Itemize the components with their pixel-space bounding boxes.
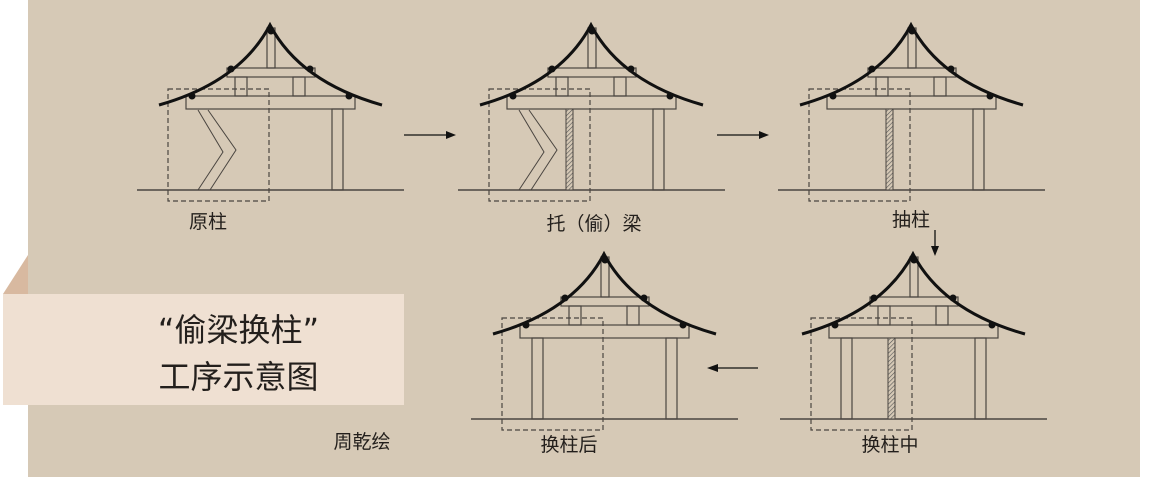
step-replacing-column (778, 252, 1049, 432)
step-original-column (135, 23, 406, 203)
label-replacing-column: 换柱中 (861, 434, 919, 456)
arrow-right-icon (717, 131, 769, 139)
arrow-right-icon (404, 131, 456, 139)
title-line-2: 工序示意图 (158, 358, 319, 396)
label-after-replacement: 换柱后 (540, 434, 598, 456)
label-remove-column: 抽柱 (891, 209, 931, 231)
title-banner: “偷梁换柱” 工序示意图 (3, 294, 404, 405)
arrow-left-icon (707, 364, 758, 372)
label-support-beam: 托（偷）梁 (546, 213, 642, 235)
credit: 周乾绘 (333, 431, 391, 453)
step-support-beam (456, 23, 727, 203)
label-original-column: 原柱 (188, 211, 228, 233)
step-remove-column (776, 23, 1047, 203)
arrow-down-icon (931, 230, 939, 256)
arrows (404, 131, 939, 372)
title-line-1: “偷梁换柱” (157, 311, 320, 349)
banner-fold (3, 255, 28, 294)
step-after-replacement (469, 252, 740, 432)
